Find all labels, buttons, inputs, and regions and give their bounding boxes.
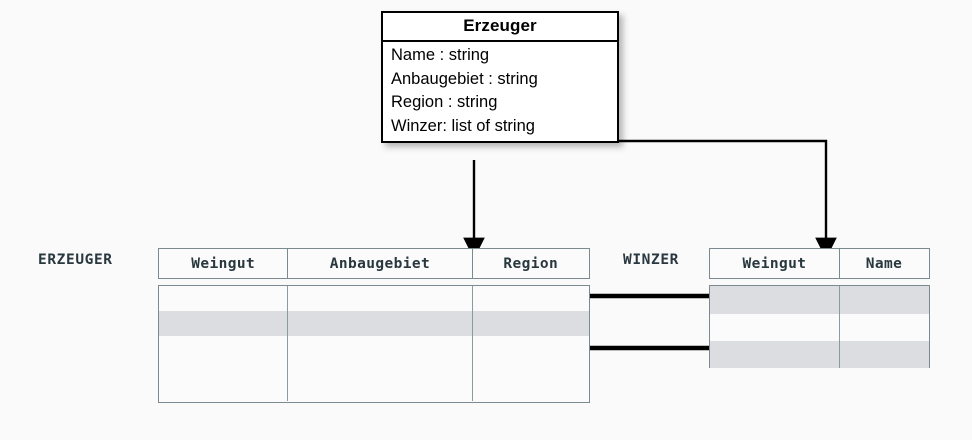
table-cell[interactable] (159, 336, 289, 361)
uml-class-name: Erzeuger (383, 13, 617, 42)
table-label-winzer: WINZER (623, 252, 679, 268)
table-row[interactable] (159, 361, 589, 401)
table-cell[interactable] (159, 311, 289, 336)
table-cell[interactable] (159, 361, 289, 401)
column-header-weingut: Weingut (710, 249, 840, 278)
table-cell[interactable] (473, 286, 589, 311)
uml-class-box-erzeuger[interactable]: Erzeuger Name : string Anbaugebiet : str… (381, 11, 619, 143)
table-row-highlighted[interactable] (710, 341, 929, 368)
table-row[interactable] (159, 336, 589, 361)
table-cell[interactable] (473, 336, 589, 361)
table-cell[interactable] (288, 361, 473, 401)
table-body-erzeuger (158, 285, 590, 403)
table-body-winzer (709, 285, 930, 368)
table-cell[interactable] (288, 336, 473, 361)
uml-attribute: Winzer: list of string (391, 116, 535, 135)
table-cell[interactable] (473, 361, 589, 401)
arrow-winzer-attribute-to-winzer-table (606, 139, 837, 260)
table-header-erzeuger: Weingut Anbaugebiet Region (158, 248, 590, 279)
table-cell[interactable] (159, 286, 289, 311)
column-header-anbaugebiet: Anbaugebiet (288, 249, 473, 278)
table-header-winzer: Weingut Name (709, 248, 930, 279)
uml-attribute: Region : string (391, 93, 498, 111)
uml-attribute: Anbaugebiet : string (391, 69, 538, 88)
table-row[interactable] (159, 286, 589, 311)
column-header-weingut: Weingut (159, 249, 289, 278)
table-cell[interactable] (840, 341, 928, 368)
table-row-highlighted[interactable] (159, 311, 589, 336)
table-cell[interactable] (840, 286, 928, 314)
table-label-erzeuger: ERZEUGER (38, 252, 113, 268)
uml-attribute-list: Name : string Anbaugebiet : string Regio… (383, 42, 617, 141)
column-header-name: Name (865, 255, 903, 272)
table-row[interactable] (710, 314, 929, 341)
table-cell[interactable] (710, 341, 840, 368)
table-row-highlighted[interactable] (710, 286, 929, 314)
table-cell[interactable] (473, 311, 589, 336)
column-header-region: Region (503, 255, 559, 272)
table-cell[interactable] (288, 311, 473, 336)
table-cell[interactable] (288, 286, 473, 311)
table-cell[interactable] (840, 314, 928, 341)
uml-attribute: Name : string (391, 46, 490, 64)
table-cell[interactable] (710, 314, 840, 341)
table-cell[interactable] (710, 286, 840, 314)
